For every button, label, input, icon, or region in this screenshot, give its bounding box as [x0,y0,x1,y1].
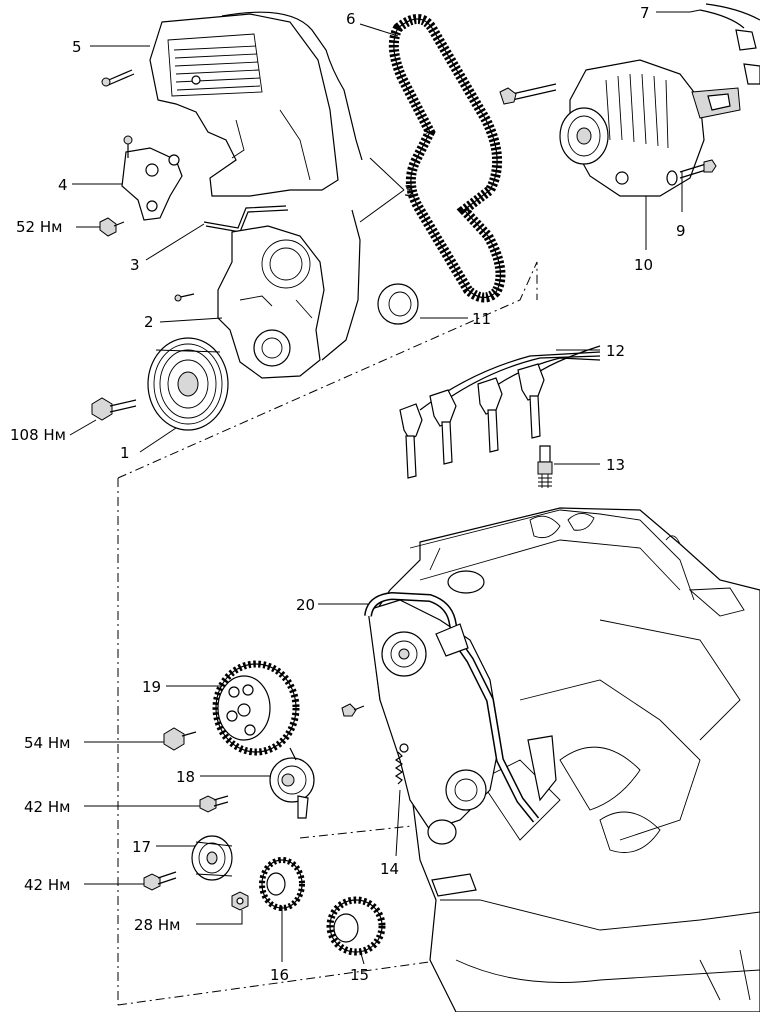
lower-timing-cover [217,225,325,379]
lower-cover-bolt [174,293,195,302]
label-2: 2 [144,313,154,331]
label-3-lower: 3 [130,256,140,274]
torque-52: 52 Нм [16,218,62,236]
upper-timing-cover [149,11,363,197]
water-pipe [364,591,557,823]
engine-block [367,507,760,1012]
label-12: 12 [606,342,625,360]
ignition-wires [399,345,601,479]
crankshaft-gear [259,857,305,911]
boundary-dash-lines [117,261,538,1006]
torque-54: 54 Нм [24,734,70,752]
nut-28 [231,891,249,911]
label-10: 10 [634,256,653,274]
mount-bolt [99,217,125,237]
label-3-upper: 3 [404,182,414,200]
label-18: 18 [176,768,195,786]
engine-mount-bracket [121,135,183,221]
cover-gaskets [203,205,361,361]
torque-42-b: 42 Нм [24,876,70,894]
label-5: 5 [72,38,82,56]
cover-bolt [101,69,135,87]
alternator [559,59,741,197]
label-4: 4 [58,176,68,194]
label-6: 6 [346,10,356,28]
idler-bolt [143,871,177,891]
idler-pulley [191,835,233,881]
oil-seal [377,283,419,325]
timing-belt [388,14,506,303]
torque-108: 108 Нм [10,426,66,444]
plate-bolt [341,703,365,717]
label-16: 16 [270,966,289,984]
label-17: 17 [132,838,151,856]
label-19: 19 [142,678,161,696]
crankshaft-pulley [147,337,229,431]
label-1: 1 [120,444,130,462]
label-7: 7 [640,4,650,22]
alternator-bolt-washer [666,159,717,186]
label-15: 15 [350,966,369,984]
pulley-bolt [91,397,137,421]
torque-28: 28 Нм [134,916,180,934]
label-9: 9 [676,222,686,240]
wiring-connector [699,3,760,85]
label-20: 20 [296,596,315,614]
label-14: 14 [380,860,399,878]
alternator-long-bolt [499,83,557,105]
spark-plug [537,445,553,488]
leader-lines [69,9,701,965]
torque-labels: 52 Нм 108 Нм 54 Нм 42 Нм 42 Нм 28 Нм [10,218,180,934]
camshaft-pulley [212,660,300,756]
cam-pulley-bolt [163,727,197,751]
tensioner-bolt [199,795,229,813]
tensioner-pulley [269,747,315,819]
torque-42-a: 42 Нм [24,798,70,816]
callout-labels: 1 2 3 3 4 5 6 7 9 10 11 12 13 14 15 16 1… [58,4,686,984]
label-11: 11 [472,310,491,328]
label-13: 13 [606,456,625,474]
oil-pump-gear [326,896,386,956]
tensioner-spring [394,743,409,785]
